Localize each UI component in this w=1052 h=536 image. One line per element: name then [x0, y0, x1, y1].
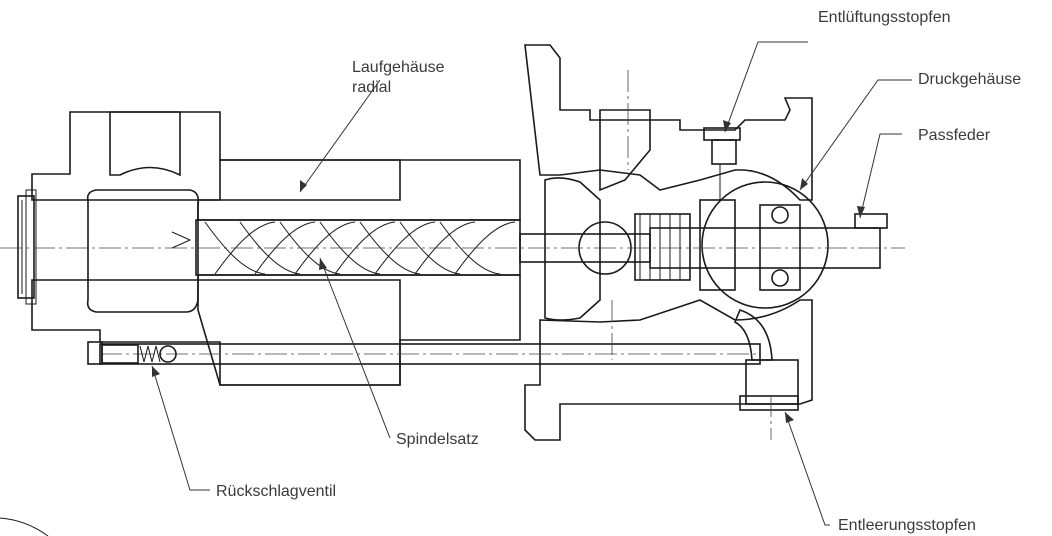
label-laufgehaeuse-radial: radial	[352, 79, 391, 96]
label-laufgehaeuse: Laufgehäuse	[352, 59, 445, 76]
label-entlueftungsstopfen: Entlüftungsstopfen	[818, 9, 951, 26]
leader-lines	[151, 41, 912, 526]
leader-arrowheads	[152, 120, 865, 423]
inlet-chamber	[86, 111, 200, 313]
shaft-seal-bearing	[634, 181, 829, 309]
label-druckgehaeuse: Druckgehäuse	[918, 71, 1021, 88]
vent-plug	[703, 127, 741, 200]
label-rueckschlagventil: Rückschlagventil	[216, 483, 336, 500]
drive-shaft	[0, 213, 905, 269]
label-spindelsatz: Spindelsatz	[396, 431, 479, 448]
check-valve	[87, 341, 177, 365]
drain-plug	[733, 309, 799, 411]
label-passfeder: Passfeder	[918, 127, 991, 144]
spindle-set	[195, 219, 651, 276]
return-channel	[99, 343, 761, 365]
label-entleerungsstopfen: Entleerungsstopfen	[838, 517, 976, 534]
running-housing	[197, 159, 521, 386]
pressure-housing	[524, 44, 813, 441]
